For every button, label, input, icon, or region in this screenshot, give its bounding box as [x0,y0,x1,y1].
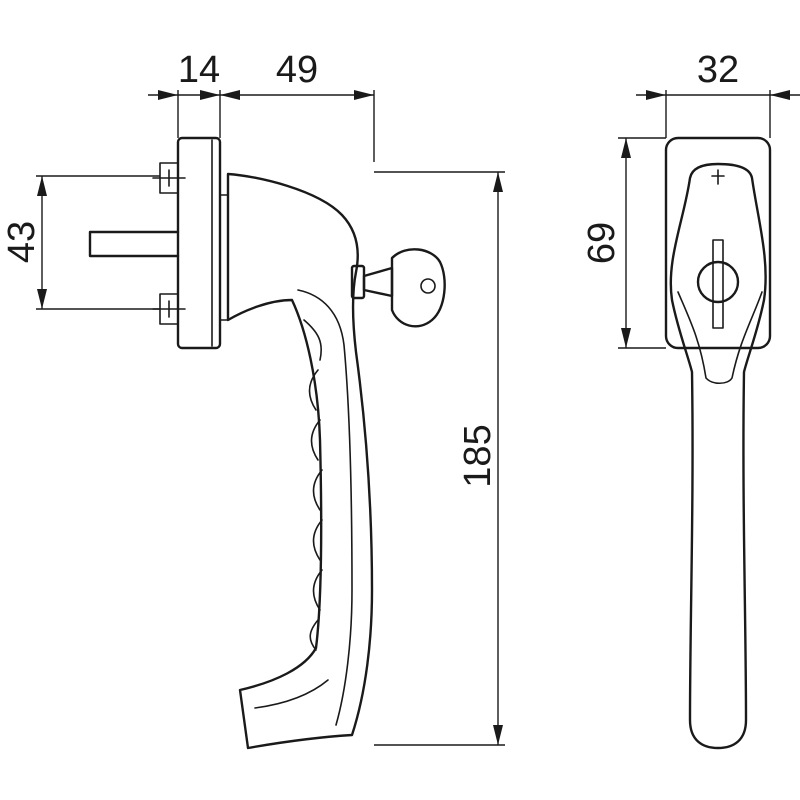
dim-bolt-spacing-label: 43 [1,221,43,263]
fixing-bolt-top [152,162,186,194]
dim-rose-height-label: 69 [581,222,623,264]
square-spindle [88,230,180,258]
dimension-lines [36,90,800,746]
handle-lever-side [226,172,374,750]
key-icon [350,248,446,328]
dim-handle-projection-label: 49 [276,49,318,91]
rose-front [664,136,772,350]
lock-cylinder-icon [696,239,740,329]
front-view [664,136,772,750]
dim-flange-thickness-label: 14 [178,49,220,91]
rose-flange [176,136,229,350]
handle-lever-front [669,162,767,750]
dim-handle-length-label: 185 [457,424,499,487]
dim-rose-width-label: 32 [697,49,739,91]
side-view [88,136,446,750]
